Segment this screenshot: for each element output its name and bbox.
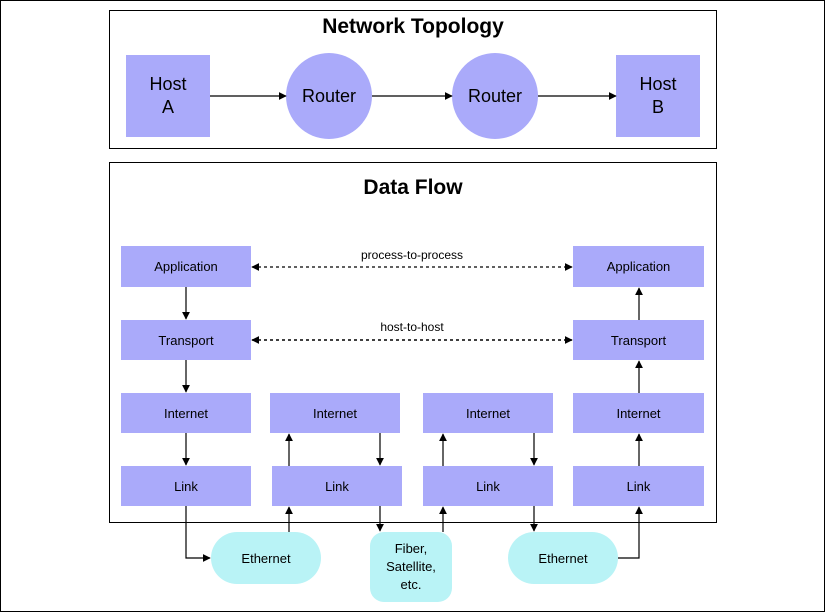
router-node-2: Router: [452, 53, 538, 139]
host-b-internet-layer: Internet: [573, 393, 704, 433]
host-a-label-line2: A: [161, 97, 174, 117]
arrow-host-a-link-to-ethernet: [185, 506, 211, 562]
host-b-label-line1: Host: [639, 74, 677, 94]
fiber-label-line3: etc.: [400, 577, 422, 592]
host-b-application-layer: Application: [573, 246, 704, 287]
router-node-1: Router: [286, 53, 372, 139]
host-a-application-layer: Application: [121, 246, 251, 287]
host-a-label-line1: Host: [149, 74, 187, 94]
host-b-link-layer: Link: [573, 466, 704, 506]
router-2-link-layer: Link: [423, 466, 553, 506]
process-to-process-label: process-to-process: [360, 248, 464, 262]
router-1-link-layer: Link: [272, 466, 402, 506]
host-to-host-label: host-to-host: [380, 320, 444, 334]
host-a-internet-layer: Internet: [121, 393, 251, 433]
network-topology-panel: [109, 10, 717, 149]
host-a-transport-layer: Transport: [121, 320, 251, 360]
ethernet-medium-left: Ethernet: [211, 532, 321, 584]
fiber-satellite-medium: Fiber, Satellite, etc.: [370, 532, 452, 602]
router-1-internet-layer: Internet: [270, 393, 400, 433]
host-b-transport-layer: Transport: [573, 320, 704, 360]
host-a-link-layer: Link: [121, 466, 251, 506]
fiber-label-line2: Satellite,: [386, 559, 436, 574]
fiber-label-line1: Fiber,: [394, 541, 428, 556]
ethernet-medium-right: Ethernet: [508, 532, 618, 584]
dataflow-title: Data Flow: [363, 176, 463, 199]
router-2-internet-layer: Internet: [423, 393, 553, 433]
host-b-label-line2: B: [651, 97, 664, 117]
topology-title: Network Topology: [322, 15, 504, 38]
arrow-ethernet-to-host-b-link: [618, 506, 643, 559]
